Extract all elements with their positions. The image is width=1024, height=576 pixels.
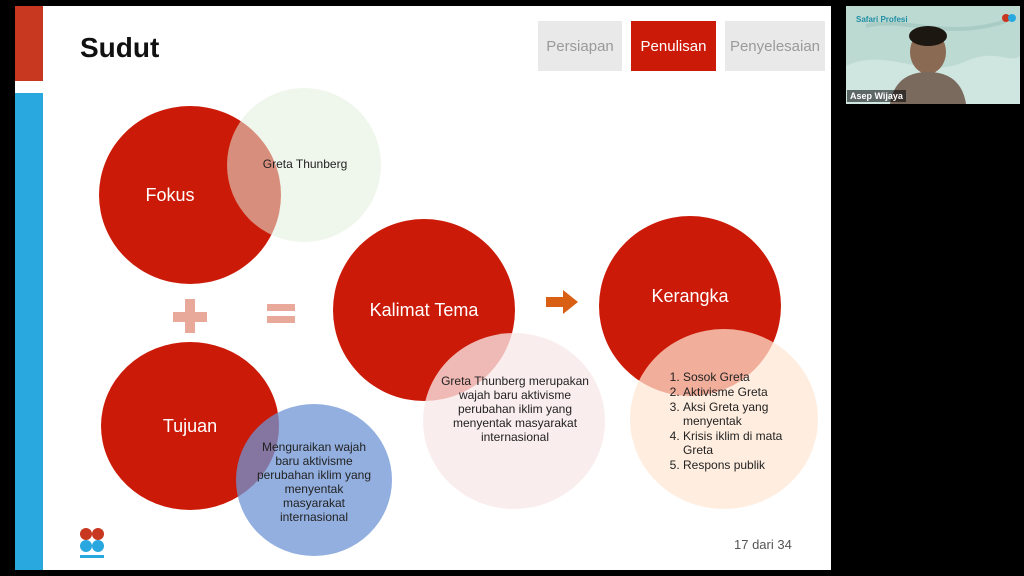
kalimat-tema-label: Kalimat Tema xyxy=(369,299,479,320)
tujuan-value-circle xyxy=(236,404,392,556)
kerangka-label: Kerangka xyxy=(651,285,729,306)
tujuan-value: Menguraikan wajah baru aktivisme perubah… xyxy=(256,440,372,524)
arrow-right-icon xyxy=(546,290,578,314)
participant-video-tile[interactable]: Safari Profesi Asep Wijaya xyxy=(846,6,1020,104)
kerangka-item: Aksi Greta yang menyentak xyxy=(683,400,815,428)
fokus-label: Fokus xyxy=(145,184,195,205)
kerangka-item: Sosok Greta xyxy=(683,370,815,384)
kerangka-item: Aktivisme Greta xyxy=(683,385,815,399)
page-indicator: 17 dari 34 xyxy=(734,537,792,552)
tujuan-label: Tujuan xyxy=(162,415,218,436)
video-background xyxy=(846,6,1020,104)
slide-accent-stripe-red xyxy=(15,6,43,81)
equals-icon xyxy=(267,304,295,311)
slide-accent-gap xyxy=(15,81,43,93)
equals-icon-lower xyxy=(267,316,295,323)
fokus-value: Greta Thunberg xyxy=(262,157,348,171)
slide-title: Sudut xyxy=(80,32,160,63)
participant-name: Asep Wijaya xyxy=(847,90,906,102)
video-header-title: Safari Profesi xyxy=(856,15,908,24)
plus-icon-vertical xyxy=(185,299,195,333)
kalimat-tema-value: Greta Thunberg merupakan wajah baru akti… xyxy=(441,374,589,444)
fokus-value-circle xyxy=(227,88,381,242)
tab-penyelesaian[interactable]: Penyelesaian xyxy=(725,21,825,71)
kerangka-list-circle xyxy=(630,329,818,509)
kerangka-item: Krisis iklim di mata Greta xyxy=(683,429,815,457)
kerangka-list: Sosok Greta Aktivisme Greta Aksi Greta y… xyxy=(665,370,815,473)
tab-persiapan[interactable]: Persiapan xyxy=(538,21,622,71)
slide-accent-stripe-blue xyxy=(15,93,43,570)
kalimat-tema-value-circle xyxy=(423,333,605,509)
tab-penulisan[interactable]: Penulisan xyxy=(631,21,716,71)
presentation-slide: Sudut Persiapan Penulisan Penyelesaian F… xyxy=(15,6,831,570)
kerangka-item: Respons publik xyxy=(683,458,815,472)
brand-logo-icon xyxy=(80,528,104,558)
